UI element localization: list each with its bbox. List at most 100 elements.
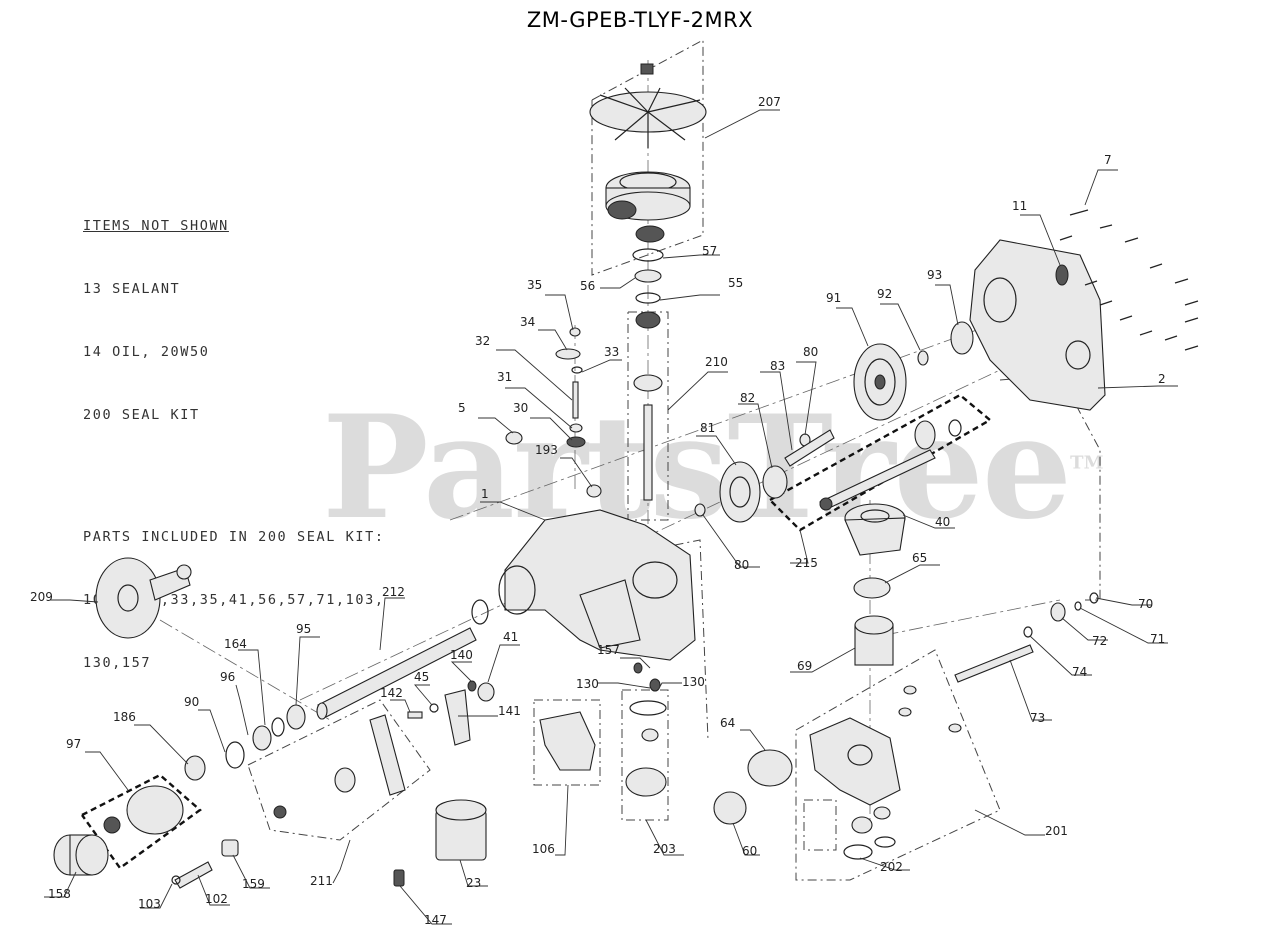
callout-72[interactable]: 72 bbox=[1092, 634, 1107, 648]
callout-141[interactable]: 141 bbox=[498, 704, 521, 718]
callout-212[interactable]: 212 bbox=[382, 585, 405, 599]
callout-1[interactable]: 1 bbox=[481, 487, 489, 501]
callout-130-left[interactable]: 130 bbox=[576, 677, 599, 691]
watermark-tm: TM bbox=[1070, 452, 1104, 474]
callout-90[interactable]: 90 bbox=[184, 695, 199, 709]
flange-97 bbox=[103, 785, 184, 835]
callout-210[interactable]: 210 bbox=[705, 355, 728, 369]
callout-201[interactable]: 201 bbox=[1045, 824, 1068, 838]
bracket-106 bbox=[539, 711, 596, 771]
gear-81 bbox=[719, 461, 761, 523]
callout-91[interactable]: 91 bbox=[826, 291, 841, 305]
callout-32[interactable]: 32 bbox=[475, 334, 490, 348]
callout-30[interactable]: 30 bbox=[513, 401, 528, 415]
callout-95[interactable]: 95 bbox=[296, 622, 311, 636]
callout-202[interactable]: 202 bbox=[880, 860, 903, 874]
callout-45[interactable]: 45 bbox=[414, 670, 429, 684]
note-line: 13 SEALANT bbox=[83, 281, 181, 297]
spring-159 bbox=[221, 839, 239, 857]
callout-158[interactable]: 158 bbox=[48, 887, 71, 901]
side-cover-2 bbox=[969, 239, 1106, 411]
link-102 bbox=[174, 861, 213, 889]
callout-69[interactable]: 69 bbox=[797, 659, 812, 673]
shaft-83 bbox=[784, 429, 835, 467]
callout-142[interactable]: 142 bbox=[380, 686, 403, 700]
callout-5[interactable]: 5 bbox=[458, 401, 466, 415]
callout-157[interactable]: 157 bbox=[597, 643, 620, 657]
leader-lines bbox=[44, 109, 1178, 925]
callout-40[interactable]: 40 bbox=[935, 515, 950, 529]
watermark: PartsTreeTM bbox=[322, 385, 1104, 551]
spring-147 bbox=[393, 869, 405, 887]
callout-31[interactable]: 31 bbox=[497, 370, 512, 384]
callout-215[interactable]: 215 bbox=[795, 556, 818, 570]
callout-60[interactable]: 60 bbox=[742, 844, 757, 858]
callout-147[interactable]: 147 bbox=[424, 913, 447, 927]
ring-74 bbox=[1023, 626, 1033, 638]
housing-40 bbox=[844, 503, 906, 556]
seal-kit-header: PARTS INCLUDED IN 200 SEAL KIT: bbox=[83, 529, 385, 545]
arm-211 bbox=[273, 714, 406, 819]
washer-92 bbox=[917, 350, 929, 366]
callout-159[interactable]: 159 bbox=[242, 877, 265, 891]
callout-80-lower[interactable]: 80 bbox=[734, 558, 749, 572]
fan-hub bbox=[607, 200, 665, 243]
callout-64[interactable]: 64 bbox=[720, 716, 735, 730]
callout-7[interactable]: 7 bbox=[1104, 153, 1112, 167]
callout-81[interactable]: 81 bbox=[700, 421, 715, 435]
washer-80-lower bbox=[694, 503, 706, 517]
callout-65[interactable]: 65 bbox=[912, 551, 927, 565]
callout-11[interactable]: 11 bbox=[1012, 199, 1027, 213]
watermark-text: PartsTree bbox=[322, 385, 1072, 551]
callout-71[interactable]: 71 bbox=[1150, 632, 1165, 646]
fan-207 bbox=[589, 63, 707, 148]
callout-35[interactable]: 35 bbox=[527, 278, 542, 292]
callout-34[interactable]: 34 bbox=[520, 315, 535, 329]
callout-186[interactable]: 186 bbox=[113, 710, 136, 724]
items-not-shown-header: ITEMS NOT SHOWN bbox=[83, 218, 229, 234]
callout-73[interactable]: 73 bbox=[1030, 711, 1045, 725]
callout-211[interactable]: 211 bbox=[310, 874, 333, 888]
callout-23[interactable]: 23 bbox=[466, 876, 481, 890]
seal-65 bbox=[853, 577, 891, 599]
center-section-201 bbox=[809, 685, 962, 860]
callout-93[interactable]: 93 bbox=[927, 268, 942, 282]
callout-203[interactable]: 203 bbox=[653, 842, 676, 856]
axle-shaft-212 bbox=[316, 627, 477, 720]
callout-130-right[interactable]: 130 bbox=[682, 675, 705, 689]
callout-80-upper[interactable]: 80 bbox=[803, 345, 818, 359]
callout-193[interactable]: 193 bbox=[535, 443, 558, 457]
callout-57[interactable]: 57 bbox=[702, 244, 717, 258]
callout-97[interactable]: 97 bbox=[66, 737, 81, 751]
callout-2[interactable]: 2 bbox=[1158, 372, 1166, 386]
clip-103 bbox=[171, 875, 181, 885]
callout-83[interactable]: 83 bbox=[770, 359, 785, 373]
callout-92[interactable]: 92 bbox=[877, 287, 892, 301]
axle-hub-209 bbox=[95, 557, 192, 639]
callout-209[interactable]: 209 bbox=[30, 590, 53, 604]
axle-seals bbox=[184, 704, 306, 781]
callout-56[interactable]: 56 bbox=[580, 279, 595, 293]
callout-74[interactable]: 74 bbox=[1072, 665, 1087, 679]
callout-106[interactable]: 106 bbox=[532, 842, 555, 856]
callout-103[interactable]: 103 bbox=[138, 897, 161, 911]
bracket-141 bbox=[407, 680, 495, 746]
gear-91 bbox=[853, 343, 907, 421]
bearing-93 bbox=[950, 321, 974, 355]
note-line: 14 OIL, 20W50 bbox=[83, 344, 210, 360]
callout-55[interactable]: 55 bbox=[728, 276, 743, 290]
callout-207[interactable]: 207 bbox=[758, 95, 781, 109]
cover-bolts-7 bbox=[1059, 209, 1199, 351]
callout-140[interactable]: 140 bbox=[450, 648, 473, 662]
callout-82[interactable]: 82 bbox=[740, 391, 755, 405]
callout-41[interactable]: 41 bbox=[503, 630, 518, 644]
callout-164[interactable]: 164 bbox=[224, 637, 247, 651]
callout-33[interactable]: 33 bbox=[604, 345, 619, 359]
callout-102[interactable]: 102 bbox=[205, 892, 228, 906]
callout-96[interactable]: 96 bbox=[220, 670, 235, 684]
cylinder-block-69 bbox=[854, 615, 894, 666]
callout-70[interactable]: 70 bbox=[1138, 597, 1153, 611]
filter-assembly-203 bbox=[625, 662, 667, 797]
